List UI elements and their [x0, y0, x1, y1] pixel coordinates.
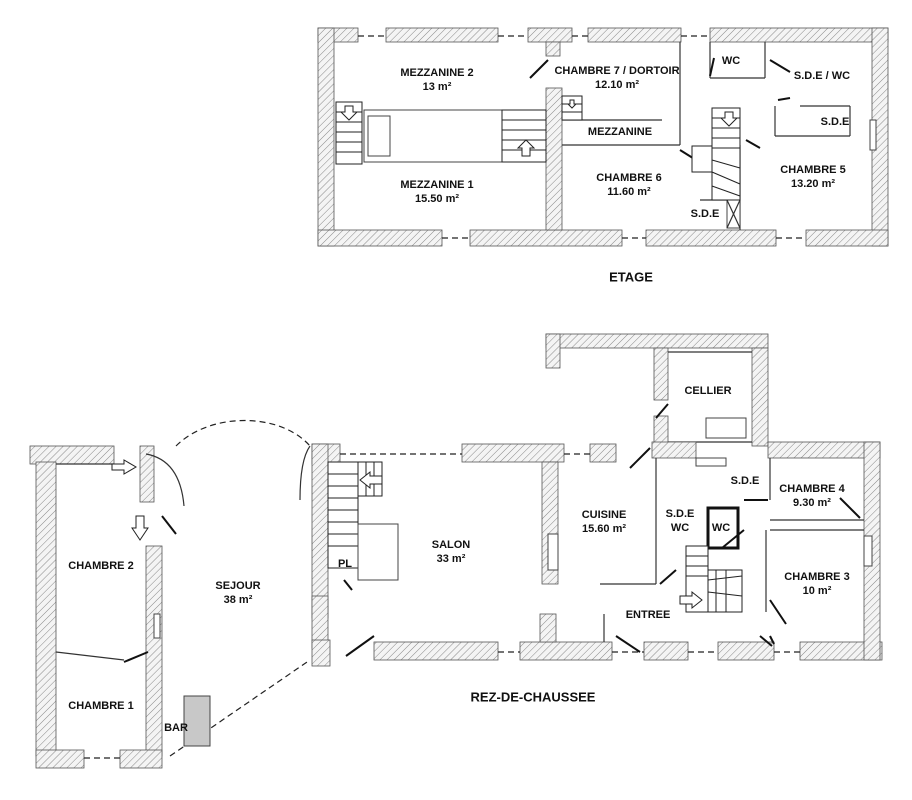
room-name: S.D.E / WC — [793, 70, 851, 82]
room-chambre-1: CHAMBRE 1 — [68, 699, 133, 713]
room-chambre-7: CHAMBRE 7 / DORTOIR 12.10 m² — [554, 64, 679, 92]
floor-title-etage: ETAGE — [609, 269, 653, 285]
room-name: PL — [337, 558, 353, 570]
room-area: 10 m² — [802, 585, 832, 597]
room-cuisine: CUISINE 15.60 m² — [582, 508, 627, 536]
rdc-plan — [29, 333, 883, 769]
room-name: MEZZANINE — [587, 126, 653, 138]
room-name: BAR — [164, 722, 188, 734]
room-mezzanine-2: MEZZANINE 2 13 m² — [400, 66, 473, 94]
room-wc: WC — [722, 54, 740, 68]
room-pl: PL — [338, 557, 352, 571]
room-wc-rdc: WC — [712, 521, 730, 535]
room-area: 33 m² — [436, 553, 466, 565]
etage-plan — [317, 27, 889, 247]
room-sde-wc-rdc: S.D.E WC — [666, 493, 695, 535]
room-area: 9.30 m² — [793, 497, 831, 509]
room-salon: SALON 33 m² — [432, 538, 471, 566]
room-area: 38 m² — [223, 594, 253, 606]
room-cellier: CELLIER — [684, 384, 731, 398]
room-name: ENTREE — [625, 609, 671, 621]
room-name: S.D.E — [690, 208, 720, 220]
room-name: CHAMBRE 7 / DORTOIR — [554, 65, 680, 77]
room-chambre-6: CHAMBRE 6 11.60 m² — [596, 171, 661, 199]
room-name: CHAMBRE 3 — [784, 571, 850, 583]
room-name: CHAMBRE 4 — [779, 483, 845, 495]
room-name: CHAMBRE 2 — [68, 560, 134, 572]
room-sde-rdc: S.D.E — [731, 474, 760, 488]
room-name: SEJOUR — [215, 580, 261, 592]
room-mezzanine: MEZZANINE — [588, 125, 652, 139]
room-area: 12.10 m² — [594, 79, 640, 91]
room-area: 11.60 m² — [607, 186, 651, 198]
room-mezzanine-1: MEZZANINE 1 15.50 m² — [400, 178, 473, 206]
room-name: MEZZANINE 1 — [400, 179, 474, 191]
room-name: WC — [721, 55, 741, 67]
room-sde-wc: S.D.E / WC — [794, 69, 850, 83]
room-chambre-3: CHAMBRE 3 10 m² — [784, 570, 849, 598]
room-name: WC — [711, 522, 731, 534]
room-chambre-4: CHAMBRE 4 9.30 m² — [779, 482, 844, 510]
room-name: S.D.E WC — [665, 508, 695, 534]
room-name: CELLIER — [684, 385, 732, 397]
room-name: MEZZANINE 2 — [400, 67, 474, 79]
room-entree: ENTREE — [626, 608, 671, 622]
room-area: 13.20 m² — [790, 178, 836, 190]
room-name: S.D.E — [730, 475, 760, 487]
room-name: CHAMBRE 1 — [68, 700, 134, 712]
room-sejour: SEJOUR 38 m² — [215, 579, 260, 607]
room-name: CHAMBRE 5 — [780, 164, 846, 176]
room-chambre-2: CHAMBRE 2 — [68, 559, 133, 573]
room-name: SALON — [431, 539, 471, 551]
room-area: 15.60 m² — [581, 523, 627, 535]
room-bar: BAR — [164, 721, 188, 735]
room-name: CHAMBRE 6 — [596, 172, 662, 184]
room-name: CUISINE — [581, 509, 627, 521]
room-chambre-5: CHAMBRE 5 13.20 m² — [780, 163, 845, 191]
room-sde-right: S.D.E — [821, 115, 850, 129]
room-area: 15.50 m² — [414, 193, 460, 205]
room-area: 13 m² — [422, 81, 452, 93]
floor-title-rdc: REZ-DE-CHAUSSEE — [470, 689, 596, 705]
room-name: S.D.E — [820, 116, 850, 128]
room-sde-small: S.D.E — [691, 207, 720, 221]
